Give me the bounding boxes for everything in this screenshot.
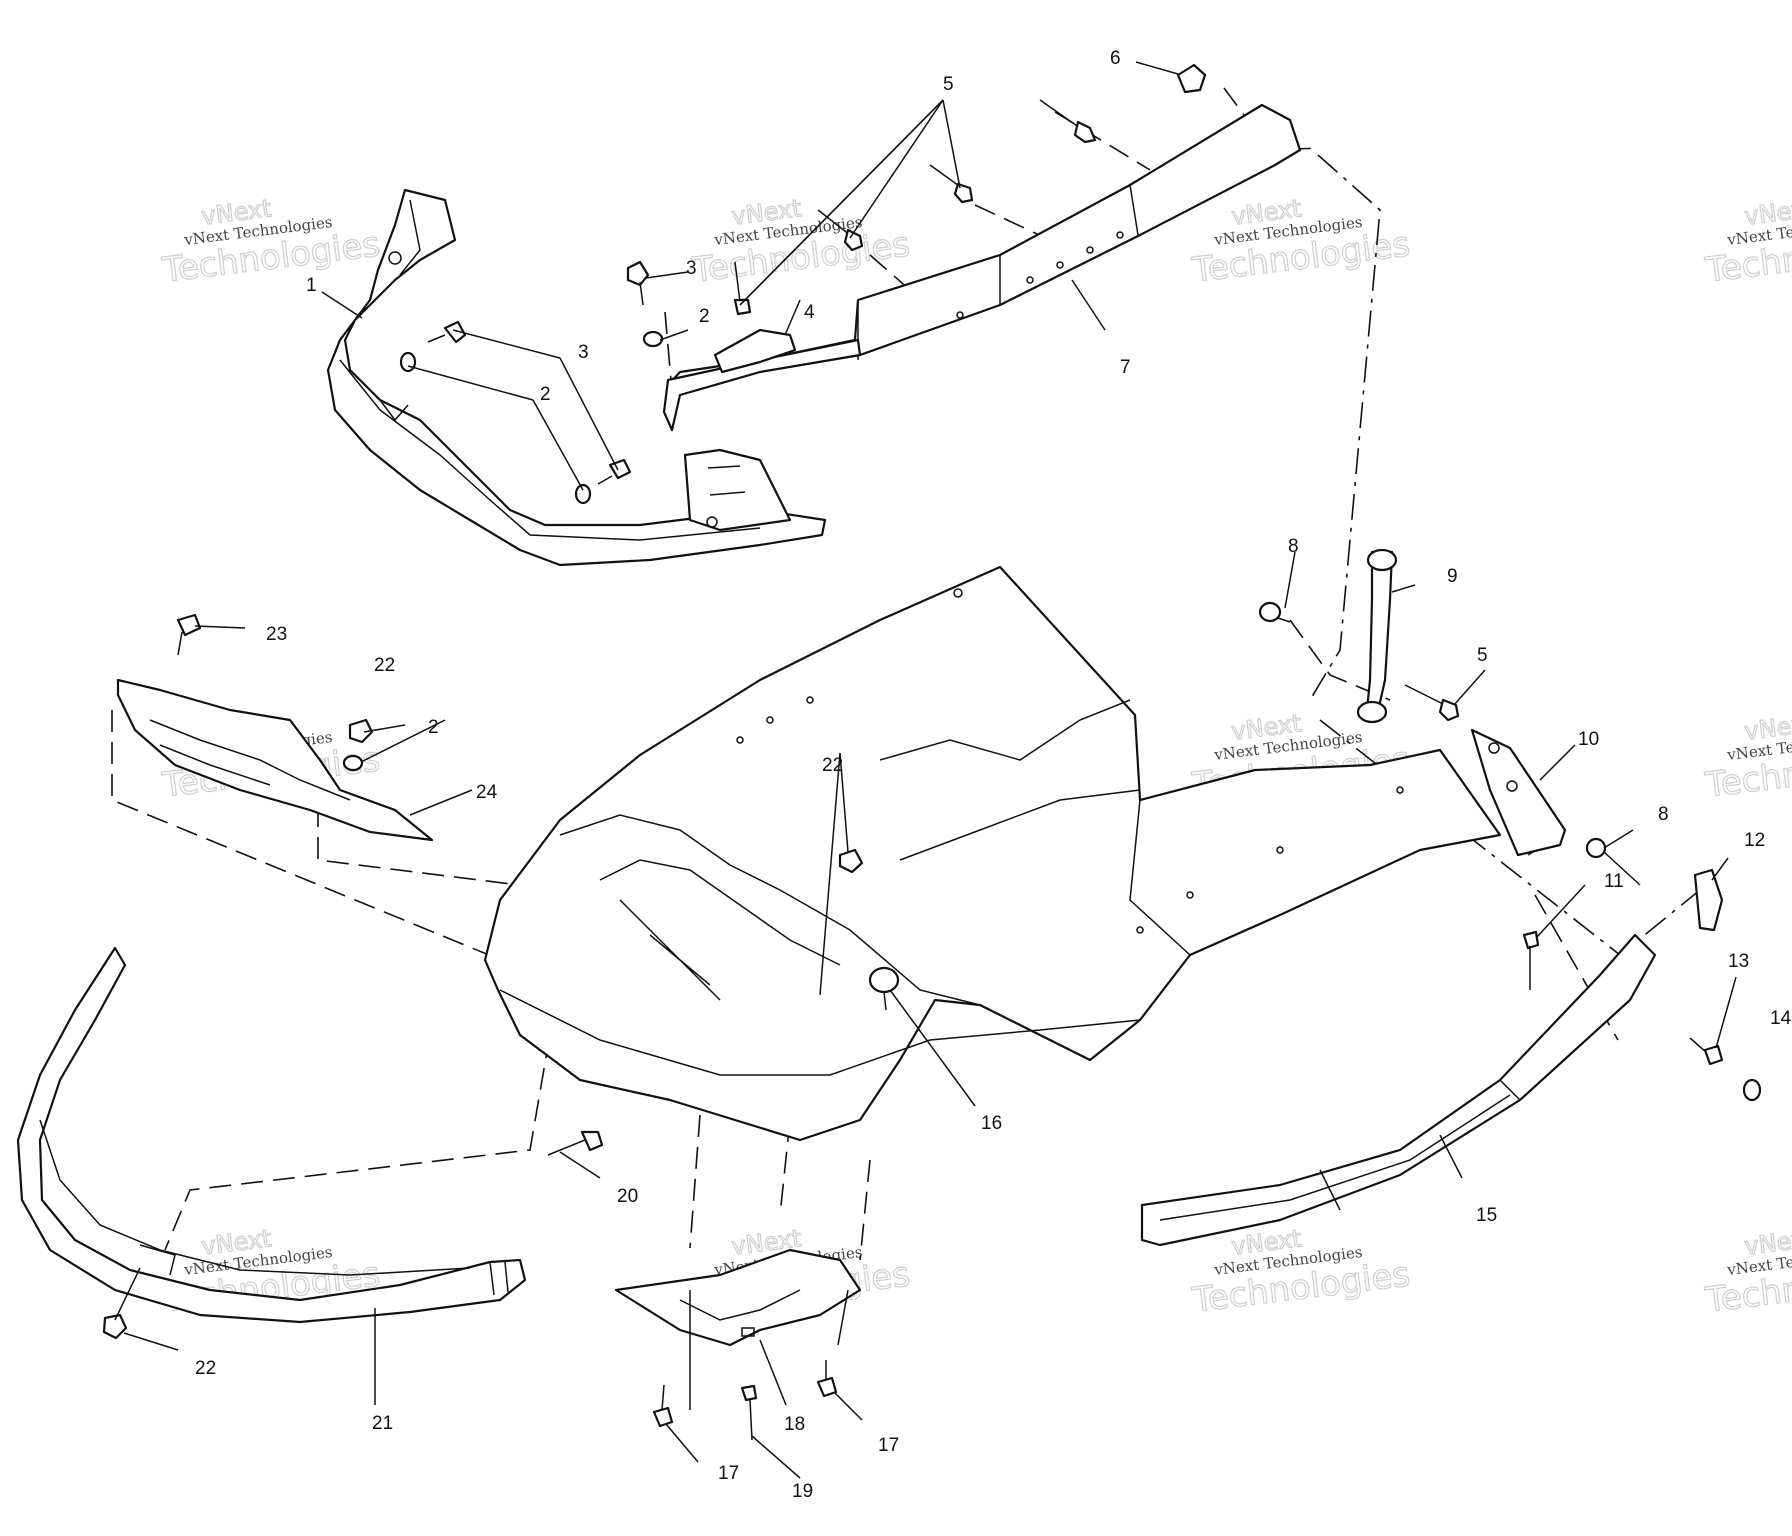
- callout-16: 16: [981, 1113, 1002, 1134]
- clamp-16: [868, 966, 900, 1011]
- watermark: vNext vNext Technologies Technologies: [1702, 709, 1792, 807]
- rivet-19: [740, 1384, 758, 1441]
- callout-22-bottom: 22: [195, 1358, 216, 1379]
- rivet-5-b: [929, 164, 974, 204]
- callout-2-mid: 2: [540, 384, 551, 405]
- rivet-11: [1522, 930, 1540, 990]
- fastener-8-top: [1258, 601, 1291, 623]
- washer-2-mid: [399, 351, 417, 373]
- watermark: vNext vNext Technologies Technologies: [1702, 194, 1792, 292]
- part-21-front-bumper: [16, 946, 527, 1324]
- callout-12: 12: [1744, 830, 1765, 851]
- belly-pan-body: [483, 565, 1502, 1142]
- callout-22-left: 22: [374, 655, 395, 676]
- fasteners: [102, 63, 1762, 1441]
- callout-15: 15: [1476, 1205, 1497, 1226]
- rivet-5-right: [1404, 684, 1460, 722]
- part-10-bracket: [1470, 728, 1567, 857]
- callout-5-right: 5: [1477, 645, 1488, 666]
- callout-13: 13: [1728, 951, 1749, 972]
- nut-22-center: [838, 848, 864, 874]
- part-12-clip: [1693, 868, 1724, 932]
- part-1-side-bracket: [326, 188, 827, 567]
- callout-2-top: 2: [699, 306, 710, 327]
- callout-17-left: 17: [718, 1463, 739, 1484]
- part-9-strap: [1356, 548, 1398, 724]
- bolt-23: [176, 613, 202, 656]
- callout-21: 21: [372, 1413, 393, 1434]
- callout-17-right: 17: [878, 1435, 899, 1456]
- rivet-5-a: [1039, 99, 1097, 144]
- callout-11: 11: [1604, 871, 1624, 892]
- assembly-line-7-right: [1309, 154, 1381, 701]
- callout-20: 20: [617, 1186, 638, 1207]
- rivet-5-c: [817, 209, 864, 252]
- watermark: vNext vNext Technologies Technologies: [1702, 1224, 1792, 1322]
- callout-23: 23: [266, 624, 287, 645]
- callout-5-top: 5: [943, 74, 954, 95]
- callout-7: 7: [1120, 357, 1131, 378]
- bolt-17-left: [652, 1384, 674, 1428]
- part-24-bracket: [116, 678, 434, 842]
- washer-2-top: [642, 330, 664, 348]
- assembly-line-18-right: [859, 1159, 871, 1261]
- part-7-top-bar: [662, 103, 1302, 432]
- callout-9: 9: [1447, 566, 1458, 587]
- washer-2-low: [574, 483, 592, 505]
- nut-22-left: [348, 718, 374, 744]
- assembly-line-18-left: [689, 1114, 701, 1249]
- assembly-line-21: [164, 1004, 556, 1251]
- rivet-20: [547, 1130, 604, 1156]
- callout-10: 10: [1578, 729, 1599, 750]
- callout-19: 19: [792, 1481, 813, 1502]
- washer-2-left: [342, 754, 364, 772]
- callout-2-left: 2: [428, 717, 439, 738]
- bolt-3-top: [626, 260, 650, 306]
- part-15-right-bumper: [1140, 933, 1657, 1247]
- callout-3-top: 3: [686, 258, 697, 279]
- callout-18: 18: [784, 1414, 805, 1435]
- bolt-13: [1689, 1037, 1724, 1066]
- callout-8-right: 8: [1658, 804, 1669, 825]
- watermark: vNext vNext Technologies Technologies: [689, 194, 913, 292]
- callout-8-top: 8: [1288, 536, 1299, 557]
- part-18-skid-plate: [614, 1248, 862, 1347]
- callout-6: 6: [1110, 48, 1121, 69]
- bolt-3-mid: [427, 320, 467, 344]
- callout-numbers: 1 2 2 2 3 3 4 5 5 6 7 8 8 9 10 11 12 13 …: [195, 48, 1792, 1502]
- bolt-17-right: [816, 1360, 838, 1398]
- leader-lines: [114, 61, 1737, 1479]
- callout-14: 14: [1770, 1008, 1792, 1029]
- callout-4: 4: [804, 302, 815, 323]
- rivet-5-d: [733, 261, 752, 316]
- ring-14: [1742, 1078, 1762, 1102]
- watermark: vNext vNext Technologies Technologies: [159, 194, 383, 292]
- callout-3-mid: 3: [578, 342, 589, 363]
- assembly-line-5-c: [869, 254, 911, 291]
- callout-1: 1: [306, 275, 317, 296]
- callout-24: 24: [476, 782, 498, 803]
- nut-6: [1176, 63, 1207, 94]
- callout-22-center: 22: [822, 755, 843, 776]
